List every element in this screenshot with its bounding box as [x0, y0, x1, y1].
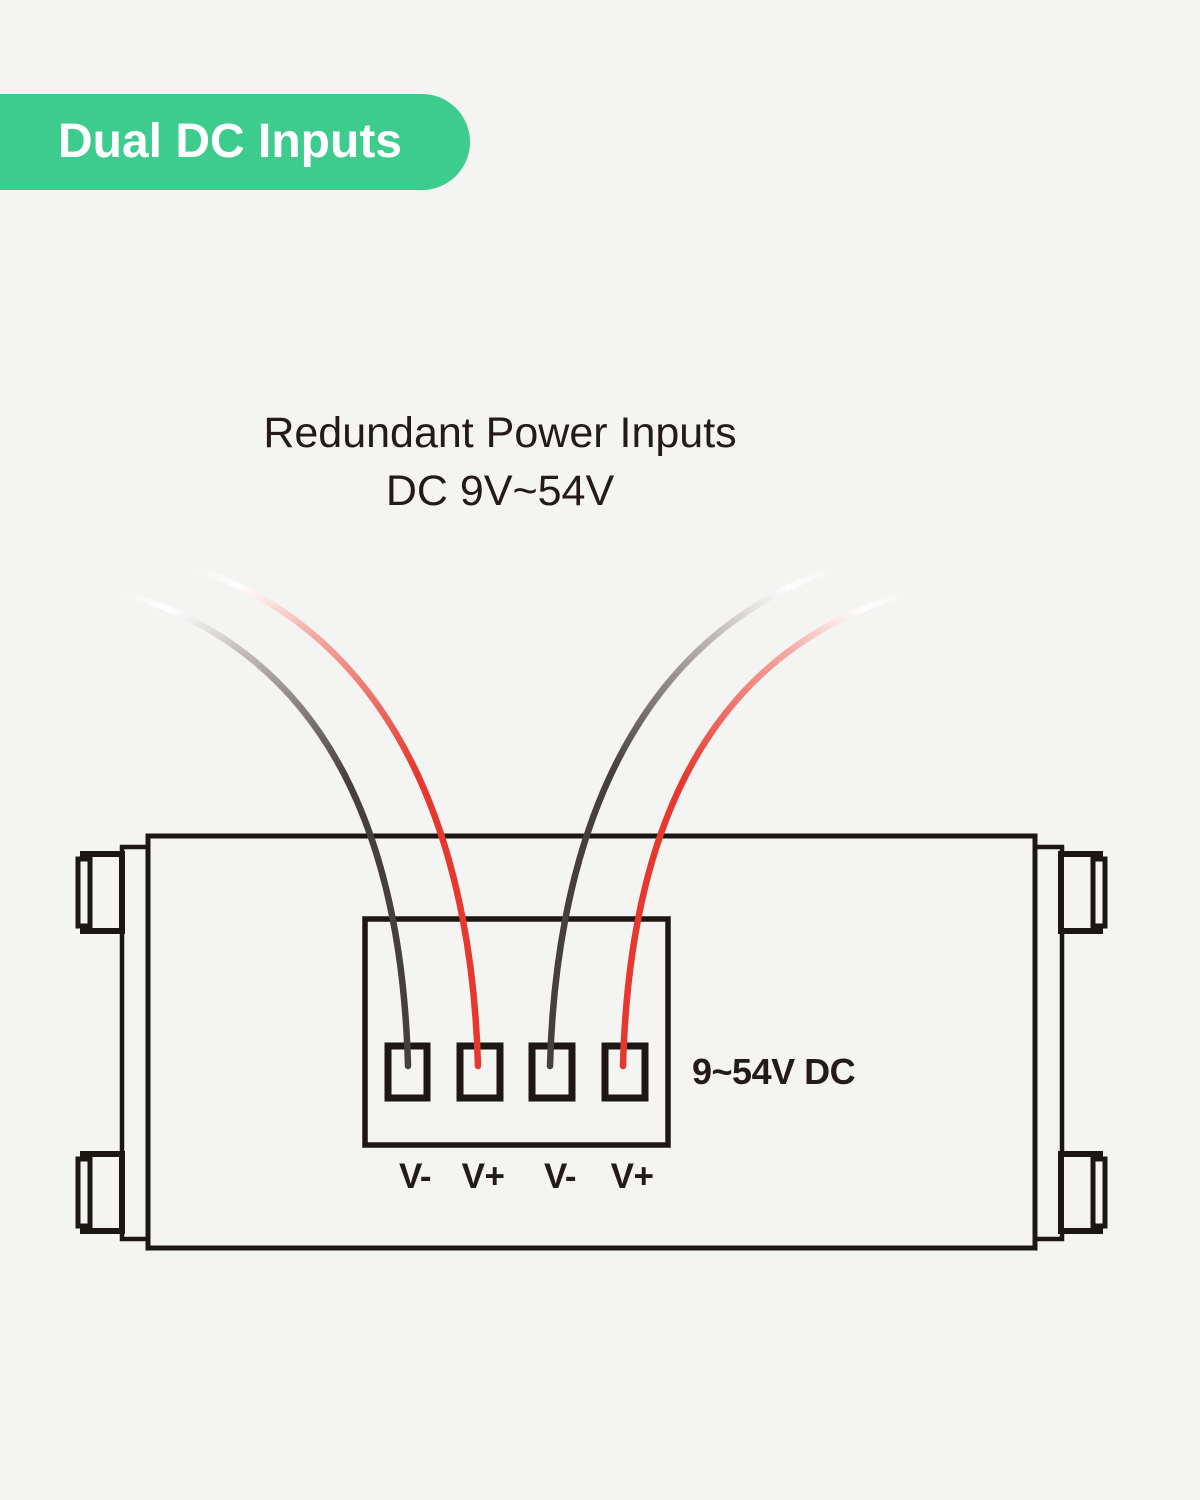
terminal-label-4: V+ [610, 1157, 654, 1196]
mount-ear-bottom-right-cap [1090, 1156, 1108, 1229]
diagram-title: Redundant Power Inputs DC 9V~54V [0, 404, 1000, 520]
mount-ear-top-left-cap [75, 856, 93, 929]
right-mount-plate [1032, 844, 1065, 1242]
section-badge: Dual DC Inputs [0, 94, 470, 190]
wire-positive-input2 [619, 589, 912, 1070]
diagram-title-line1: Redundant Power Inputs [263, 409, 737, 457]
section-badge-label: Dual DC Inputs [58, 115, 402, 168]
terminal-label-3: V- [543, 1157, 577, 1196]
left-mount-plate [119, 844, 151, 1242]
wire-positive-input1 [191, 564, 482, 1070]
terminal-label-1: V- [398, 1157, 432, 1196]
diagram-title-line2: DC 9V~54V [385, 467, 615, 515]
mount-ear-top-right-cap [1090, 856, 1108, 929]
terminal-block [362, 916, 671, 1148]
voltage-range-label: 9~54V DC [692, 1051, 856, 1092]
wire-negative-input1 [119, 589, 412, 1070]
wire-negative-input2 [546, 564, 840, 1070]
terminal-label-2: V+ [461, 1157, 505, 1196]
mount-ear-bottom-left-cap [75, 1156, 93, 1229]
